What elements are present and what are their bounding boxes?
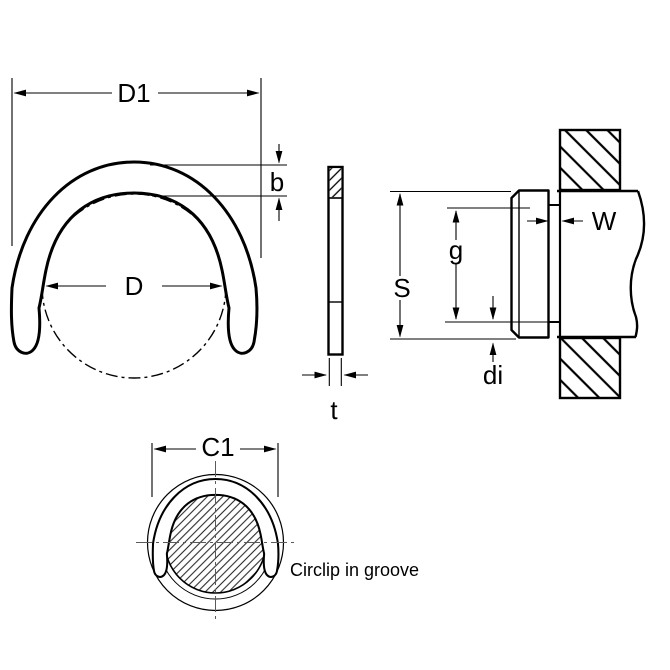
shaft-break-line [629,190,646,338]
dim-c1: C1 [151,432,279,497]
side-strip-hatch [329,168,342,198]
crescent-ring-outline [9,160,259,355]
clip-plate-outline [510,189,550,339]
dim-w: W [527,206,617,236]
label-g: g [449,235,463,265]
label-di: di [483,360,503,390]
label-b: b [270,167,284,197]
dim-t: t [302,358,368,425]
retained-part-top-section [558,128,622,192]
dim-g: g [449,210,463,320]
dim-b: b [150,144,287,221]
dim-d: D [45,271,223,301]
dim-di: di [483,296,503,390]
front-view: D1 b D [9,78,287,379]
side-strip [327,165,344,356]
label-d: D [125,271,144,301]
groove-view: C1 Circlip in groove [136,432,419,619]
dim-s: S [393,193,411,338]
label-d1: D1 [117,78,150,108]
label-t: t [330,395,338,425]
clip-in-groove-outline [151,477,280,578]
groove-view-caption: Circlip in groove [290,560,419,580]
label-w: W [592,206,617,236]
side-view: t [302,165,368,425]
label-s: S [393,273,410,303]
dim-d1: D1 [11,78,262,258]
section-view: S g di W [390,128,646,400]
label-c1: C1 [201,432,234,462]
retained-part-bottom-section [558,336,622,400]
clip-section [510,189,550,339]
